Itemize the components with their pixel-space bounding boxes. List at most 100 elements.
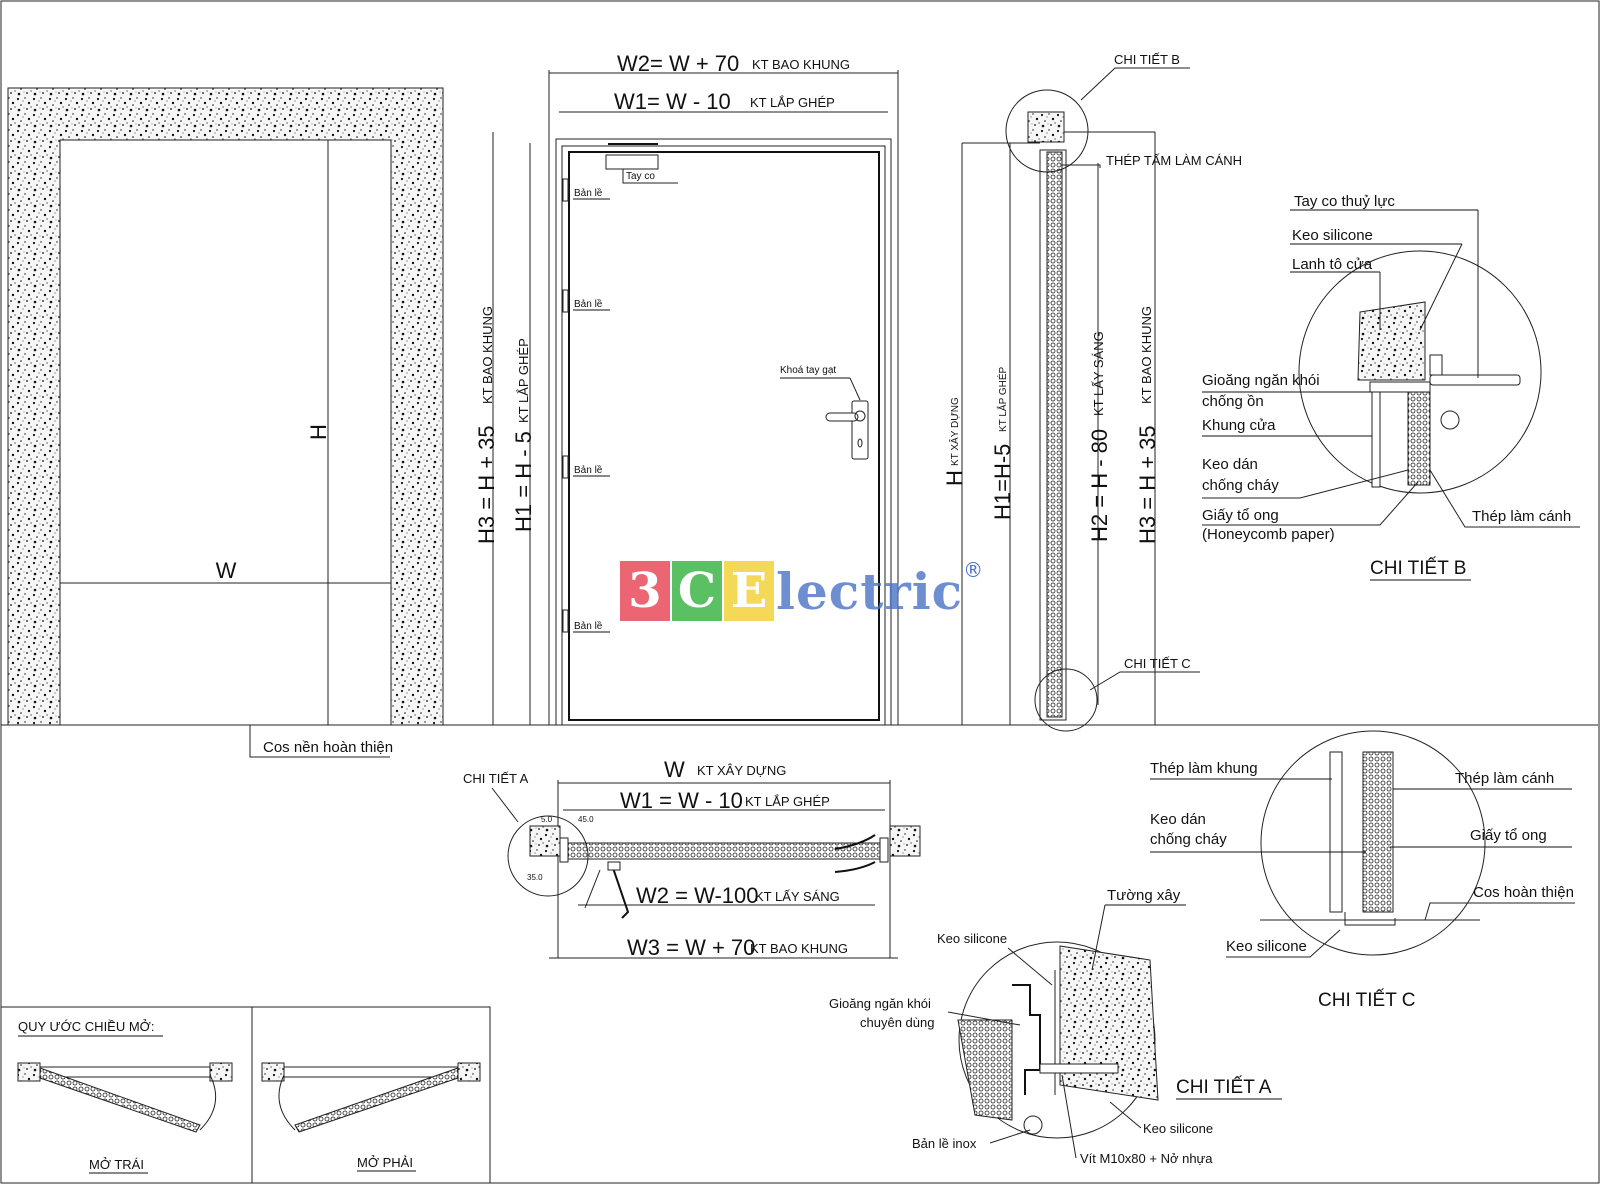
lock-leader: [849, 377, 861, 401]
registered-mark: ®: [963, 558, 984, 582]
detail-c-leaf-steel: Thép làm cánh: [1455, 770, 1554, 787]
plan-detail-a-ref: CHI TIẾT A: [463, 771, 529, 786]
detail-b-title: CHI TIẾT B: [1370, 557, 1466, 579]
elev-w2-note: KT BAO KHUNG: [752, 57, 850, 72]
lever-handle: [825, 412, 859, 422]
section-h2-label: H2 = H - 80: [1087, 429, 1112, 542]
legend-left-leaf: [39, 1067, 201, 1133]
door-frame-inner: [561, 145, 886, 726]
plan-dim-45: 45.0: [578, 815, 594, 824]
section-detail-c-ref: CHI TIẾT C: [1124, 656, 1191, 671]
detail-b-paper-1: Giấy tổ ong: [1202, 507, 1279, 524]
legend-box: [0, 1006, 491, 1184]
door-elevation: W2= W + 70 KT BAO KHUNG W1= W - 10 KT LẮ…: [474, 51, 899, 726]
detail-c-frame: [1329, 751, 1343, 913]
detail-c-frame-circle: [1260, 730, 1486, 956]
detail-b-steel-label: Thép làm cánh: [1472, 508, 1571, 525]
detail-a-screw: [1039, 1063, 1119, 1074]
wall-opening-view: W H Cos nền hoàn thiện: [7, 87, 444, 758]
detail-c-title: CHI TIẾT C: [1318, 989, 1415, 1011]
lever-rose: [854, 410, 866, 422]
section-honeycomb-core: [1046, 151, 1063, 718]
detail-b-bolt: [1440, 410, 1460, 430]
detail-a-ref-leader: [491, 787, 519, 823]
detail-a-silicone-top: Keo silicone: [937, 931, 1007, 946]
opening-h-label: H: [306, 424, 331, 440]
silicone-top-leader: [1007, 947, 1053, 986]
legend-right-wall-a: [261, 1062, 285, 1082]
detail-c-paper: Giấy tổ ong: [1470, 827, 1547, 844]
detail-b-frame-label: Khung cửa: [1202, 417, 1276, 434]
hinge-4: [562, 609, 569, 633]
closer-label: Tay co: [626, 171, 655, 182]
detail-b-ref-leader: [1080, 67, 1190, 101]
detail-a-screw-label: Vít M10x80 + Nở nhựa: [1080, 1151, 1213, 1166]
detail-a-hinge-label: Bản lề inox: [912, 1136, 977, 1151]
plan-w2-label: W2 = W-100: [636, 883, 758, 908]
detail-c-core: [1362, 751, 1394, 913]
elev-h3-note: KT BAO KHUNG: [480, 306, 495, 404]
detail-c-ref-leader: [1089, 671, 1200, 691]
watermark-block-green: C: [672, 561, 722, 621]
elev-w2-label: W2= W + 70: [617, 51, 739, 76]
detail-b-core: [1407, 384, 1431, 486]
detail-c-glue-1: Keo dán: [1150, 811, 1206, 828]
legend-left-swing: [199, 1074, 217, 1131]
elev-h1-label: H1 = H - 5: [511, 431, 536, 532]
detail-a-ref-circle: [507, 815, 589, 897]
section-lintel: [1027, 111, 1065, 143]
hinge-leader: [989, 1129, 1031, 1144]
brand-watermark: 3 C E lectric ®: [620, 558, 984, 622]
floor-label: Cos nền hoàn thiện: [263, 739, 393, 756]
legend-right-leaf: [294, 1067, 459, 1133]
door-plan-view: W KT XÂY DỰNG W1 = W - 10 KT LẮP GHÉP W2…: [463, 757, 921, 960]
plan-w3-note: KT BAO KHUNG: [750, 941, 848, 956]
plan-lever-top: [834, 834, 876, 850]
plan-closer-arm: [611, 864, 630, 919]
opening-direction-legend: QUY ƯỚC CHIỀU MỞ: MỞ TRÁI MỞ PHẢI: [0, 1006, 491, 1184]
detail-b-silicone-label: Keo silicone: [1292, 227, 1373, 244]
section-h-note: KT XÂY DỰNG: [948, 397, 961, 466]
watermark-block-yellow: E: [724, 561, 774, 621]
gasket-leader: [947, 1011, 1021, 1026]
section-steel-label: THÉP TẤM LÀM CÁNH: [1106, 153, 1242, 168]
silicone-leader: [1226, 929, 1341, 958]
plan-lever-bottom: [834, 861, 876, 873]
detail-b-paper-2: (Honeycomb paper): [1202, 526, 1335, 543]
lock-label: Khoá tay gạt: [780, 365, 836, 376]
hinge-label-1: Bản lề: [574, 187, 603, 199]
detail-b-glue-1: Keo dán: [1202, 456, 1258, 473]
plan-wall-left: [529, 825, 561, 857]
detail-a: Tường xây Keo silicone Gioăng ngăn khói …: [829, 887, 1282, 1166]
plan-w3-label: W3 = W + 70: [627, 935, 755, 960]
detail-a-gasket-2: chuyên dùng: [860, 1015, 934, 1030]
plan-closer: [607, 861, 621, 871]
elev-w1-label: W1= W - 10: [614, 89, 731, 114]
legend-left-wall-a: [17, 1062, 41, 1082]
screw-leader: [1061, 1074, 1077, 1159]
floor-leader: [1424, 902, 1575, 921]
elev-h3-label: H3 = H + 35: [474, 425, 499, 544]
closer-leader: [622, 169, 678, 184]
detail-b: Tay co thuỷ lực Keo silicone Lanh tô cửa…: [1202, 193, 1580, 581]
detail-b-bracket: [1429, 354, 1443, 376]
door-leaf: [568, 151, 880, 721]
detail-b-glue-2: chống cháy: [1202, 477, 1279, 494]
hinge-3: [562, 455, 569, 479]
legend-right-swing: [278, 1074, 296, 1131]
plan-w2-note: KT LẤY SÁNG: [755, 889, 840, 904]
plan-w-note: KT XÂY DỰNG: [697, 763, 786, 778]
detail-a-title: CHI TIẾT A: [1176, 1076, 1272, 1098]
plan-dim-35: 35.0: [527, 873, 543, 882]
detail-b-closer: [1429, 374, 1521, 386]
detail-b-lintel-label: Lanh tô cửa: [1292, 256, 1373, 273]
section-detail-b-ref: CHI TIẾT B: [1114, 52, 1180, 67]
legend-right-wall-b: [457, 1062, 481, 1082]
detail-c-sill: [1344, 912, 1396, 926]
hinge-label-4: Bản lề: [574, 620, 603, 632]
plan-w1-note: KT LẮP GHÉP: [745, 794, 830, 809]
section-h3-label: H3 = H + 35: [1135, 425, 1160, 544]
legend-right-label: MỞ PHẢI: [357, 1155, 413, 1170]
section-h1-note: KT LẮP GHÉP: [996, 366, 1009, 432]
detail-b-frame-leg: [1371, 391, 1381, 488]
